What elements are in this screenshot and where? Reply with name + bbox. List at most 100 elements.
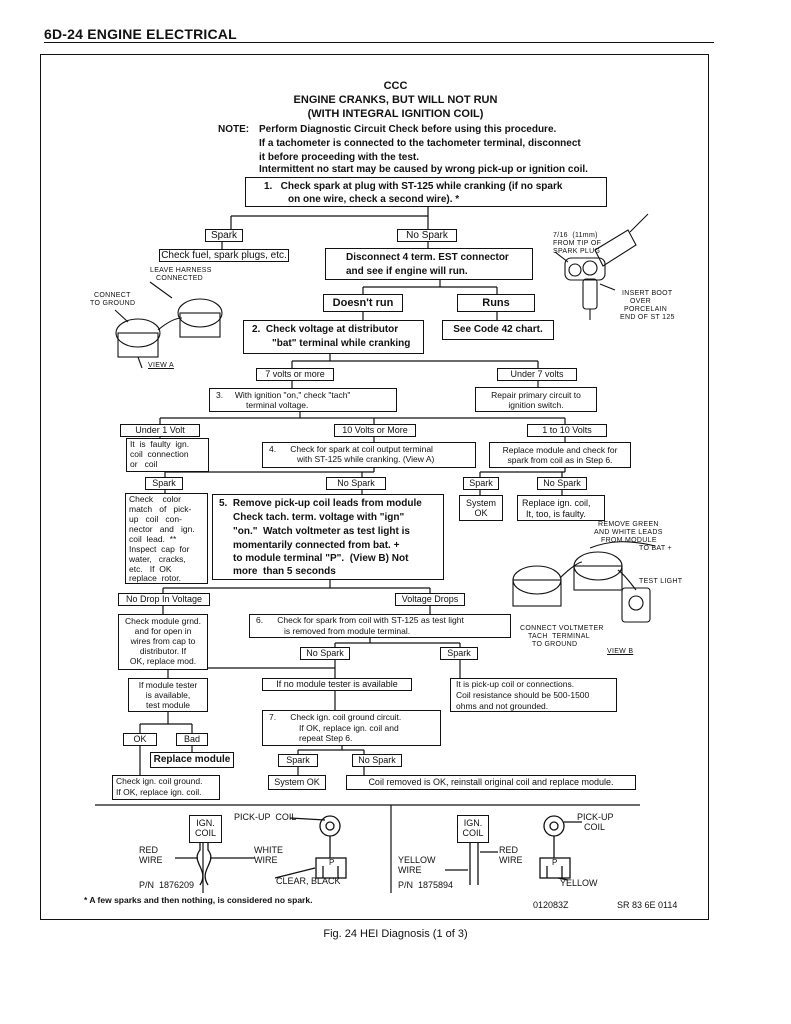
insert-boot-note-3: PORCELAIN xyxy=(624,306,668,313)
check-ign-ground-line-1: Check ign. coil ground. xyxy=(116,776,203,786)
right-ign-coil-line-1: IGN. xyxy=(463,818,483,828)
step-4-line-2: with ST-125 while cranking. (View A) xyxy=(297,454,435,464)
step-5-line-4: momentarily connected from bat. + xyxy=(233,540,400,551)
remove-pickup-note-1: REMOVE GREEN xyxy=(598,521,659,528)
no-drop-box: No Drop In Voltage xyxy=(118,593,210,606)
connect-voltmeter-note-2: TACH TERMINAL xyxy=(528,633,590,640)
figure-caption: Fig. 24 HEI Diagnosis (1 of 3) xyxy=(323,928,468,940)
check-color-line-1: Check color xyxy=(129,494,181,504)
replace-module-line-2: spark from coil as in Step 6. xyxy=(507,455,613,465)
step-5-line-3: "on." Watch voltmeter as test light is xyxy=(233,526,410,537)
check-module-grnd-box: Check module grnd. and for open in wires… xyxy=(118,614,208,670)
view-a-label: VIEW A xyxy=(148,362,174,369)
right-pickup-coil-label-2: COIL xyxy=(584,822,606,832)
remove-pickup-note-2: AND WHITE LEADS xyxy=(594,529,663,536)
left-ign-coil-box: IGN. COIL xyxy=(189,815,222,843)
step-3-line-2: terminal voltage. xyxy=(246,400,309,410)
step-7-line-3: repeat Step 6. xyxy=(299,733,353,743)
pickup-conn-line-3: ohms and not grounded. xyxy=(456,701,549,711)
note-label: NOTE: xyxy=(218,124,250,135)
left-red-wire-label-2: WIRE xyxy=(139,855,163,865)
step-4-box: 4. Check for spark at coil output termin… xyxy=(262,442,476,468)
left-terminal-p: P xyxy=(329,858,335,867)
left-red-wire-label-1: RED xyxy=(139,845,159,855)
check-module-line-2: and for open in xyxy=(134,626,192,636)
voltage-drops-box: Voltage Drops xyxy=(395,593,465,606)
no-spark-box-1: No Spark xyxy=(397,229,457,242)
step-4-line-1: 4. Check for spark at coil output termin… xyxy=(269,444,433,454)
connect-voltmeter-note-3: TO GROUND xyxy=(532,641,578,648)
check-ign-coil-ground-box: Check ign. coil ground. If OK, replace i… xyxy=(112,775,220,800)
step-5-line-5: to module terminal "P". (View B) Not xyxy=(233,553,409,564)
system-ok-line-2: OK xyxy=(474,508,488,518)
no-spark-box-2: No Spark xyxy=(326,477,386,490)
note-line-1: Perform Diagnostic Circuit Check before … xyxy=(259,124,557,135)
right-part-number: P/N 1875894 xyxy=(398,880,454,890)
replace-ign-coil-box: Replace ign. coil, It, too, is faulty. xyxy=(517,495,605,521)
check-color-line-4: nector and ign. xyxy=(129,524,195,534)
step-2-line-2: "bat" terminal while cranking xyxy=(272,338,411,349)
check-color-line-8: etc. If OK xyxy=(129,564,172,574)
repair-primary-line-1: Repair primary circuit to xyxy=(491,390,581,400)
seven-volts-or-more-box: 7 volts or more xyxy=(256,368,334,381)
step-6-line-2: is removed from module terminal. xyxy=(284,626,411,636)
under-seven-volts-box: Under 7 volts xyxy=(497,368,577,381)
step-1-box: 1. Check spark at plug with ST-125 while… xyxy=(245,177,607,207)
step-3-line-1: 3. With ignition "on," check "tach" xyxy=(216,390,351,400)
chart-title-sub: (WITH INTEGRAL IGNITION COIL) xyxy=(307,108,484,120)
right-red-wire-label-1: RED xyxy=(499,845,519,855)
faulty-line-2: coil connection xyxy=(130,449,189,459)
disconnect-line-2: and see if engine will run. xyxy=(346,266,468,277)
right-pickup-coil-label-1: PICK-UP xyxy=(577,812,614,822)
repair-primary-line-2: ignition switch. xyxy=(508,400,564,410)
step-5-box: 5. Remove pick-up coil leads from module… xyxy=(212,494,444,580)
insert-boot-note-4: END OF ST 125 xyxy=(620,314,675,321)
code-42-box: See Code 42 chart. xyxy=(442,320,554,340)
leave-harness-note-1: LEAVE HARNESS xyxy=(150,267,212,274)
step-6-line-1: 6. Check for spark from coil with ST-125… xyxy=(256,615,464,625)
left-clear-black-label: CLEAR, BLACK xyxy=(276,876,341,886)
insert-boot-note-1: INSERT BOOT xyxy=(622,290,673,297)
header-rule xyxy=(44,42,714,43)
check-color-line-5: coil lead. ** xyxy=(129,534,177,544)
page-header: 6D-24 ENGINE ELECTRICAL xyxy=(44,26,237,42)
faulty-ign-coil-box: It is faulty ign. coil connection or coi… xyxy=(126,438,209,472)
replace-module-box: Replace module xyxy=(150,752,234,768)
if-tester-line-2: is available, xyxy=(145,690,191,700)
check-module-line-3: wires from cap to xyxy=(130,636,196,646)
left-white-wire-label-2: WIRE xyxy=(254,855,278,865)
check-color-line-7: water, cracks, xyxy=(129,554,186,564)
right-terminal-p: P xyxy=(552,858,558,867)
step-3-box: 3. With ignition "on," check "tach" term… xyxy=(209,388,397,412)
replace-ign-coil-line-2: It, too, is faulty. xyxy=(526,509,586,519)
system-ok-box-2: System OK xyxy=(268,775,326,790)
step-2-box: 2. Check voltage at distributor "bat" te… xyxy=(243,320,424,354)
left-white-wire-label-1: WHITE xyxy=(254,845,283,855)
no-spark-box-4: No Spark xyxy=(300,647,350,660)
ten-volts-or-more-box: 10 Volts or More xyxy=(334,424,416,437)
check-color-line-3: up coil con- xyxy=(129,514,182,524)
step-7-box: 7. Check ign. coil ground circuit. If OK… xyxy=(262,710,441,746)
check-module-line-4: distributor. If xyxy=(139,646,187,656)
footnote: * A few sparks and then nothing, is cons… xyxy=(84,895,313,905)
insert-boot-note-2: OVER xyxy=(630,298,652,305)
no-spark-box-3: No Spark xyxy=(537,477,587,490)
step-1-line-2: on one wire, check a second wire). * xyxy=(288,194,460,205)
note-line-3: it before proceeding with the test. xyxy=(259,152,420,163)
if-module-tester-box: If module tester is available, test modu… xyxy=(128,678,208,712)
replace-module-step6-box: Replace module and check for spark from … xyxy=(489,442,631,468)
repair-primary-box: Repair primary circuit to ignition switc… xyxy=(475,387,597,412)
ok-box: OK xyxy=(123,733,157,746)
code-left: 012083Z xyxy=(533,900,569,910)
right-yellow-wire-label-1: YELLOW xyxy=(398,855,436,865)
check-color-line-2: match of pick- xyxy=(129,504,192,514)
spark-box-4: Spark xyxy=(440,647,478,660)
step-5-line-1: 5. Remove pick-up coil leads from module xyxy=(219,498,422,509)
left-ign-coil-line-2: COIL xyxy=(194,828,216,838)
if-tester-line-1: If module tester xyxy=(138,680,198,690)
check-module-line-1: Check module grnd. xyxy=(124,616,202,626)
step-5-line-2: Check tach. term. voltage with "ign" xyxy=(233,512,405,523)
one-to-ten-volts-box: 1 to 10 Volts xyxy=(527,424,607,437)
check-fuel-box: Check fuel, spark plugs, etc. xyxy=(159,249,289,262)
spark-box-2: Spark xyxy=(145,477,183,490)
